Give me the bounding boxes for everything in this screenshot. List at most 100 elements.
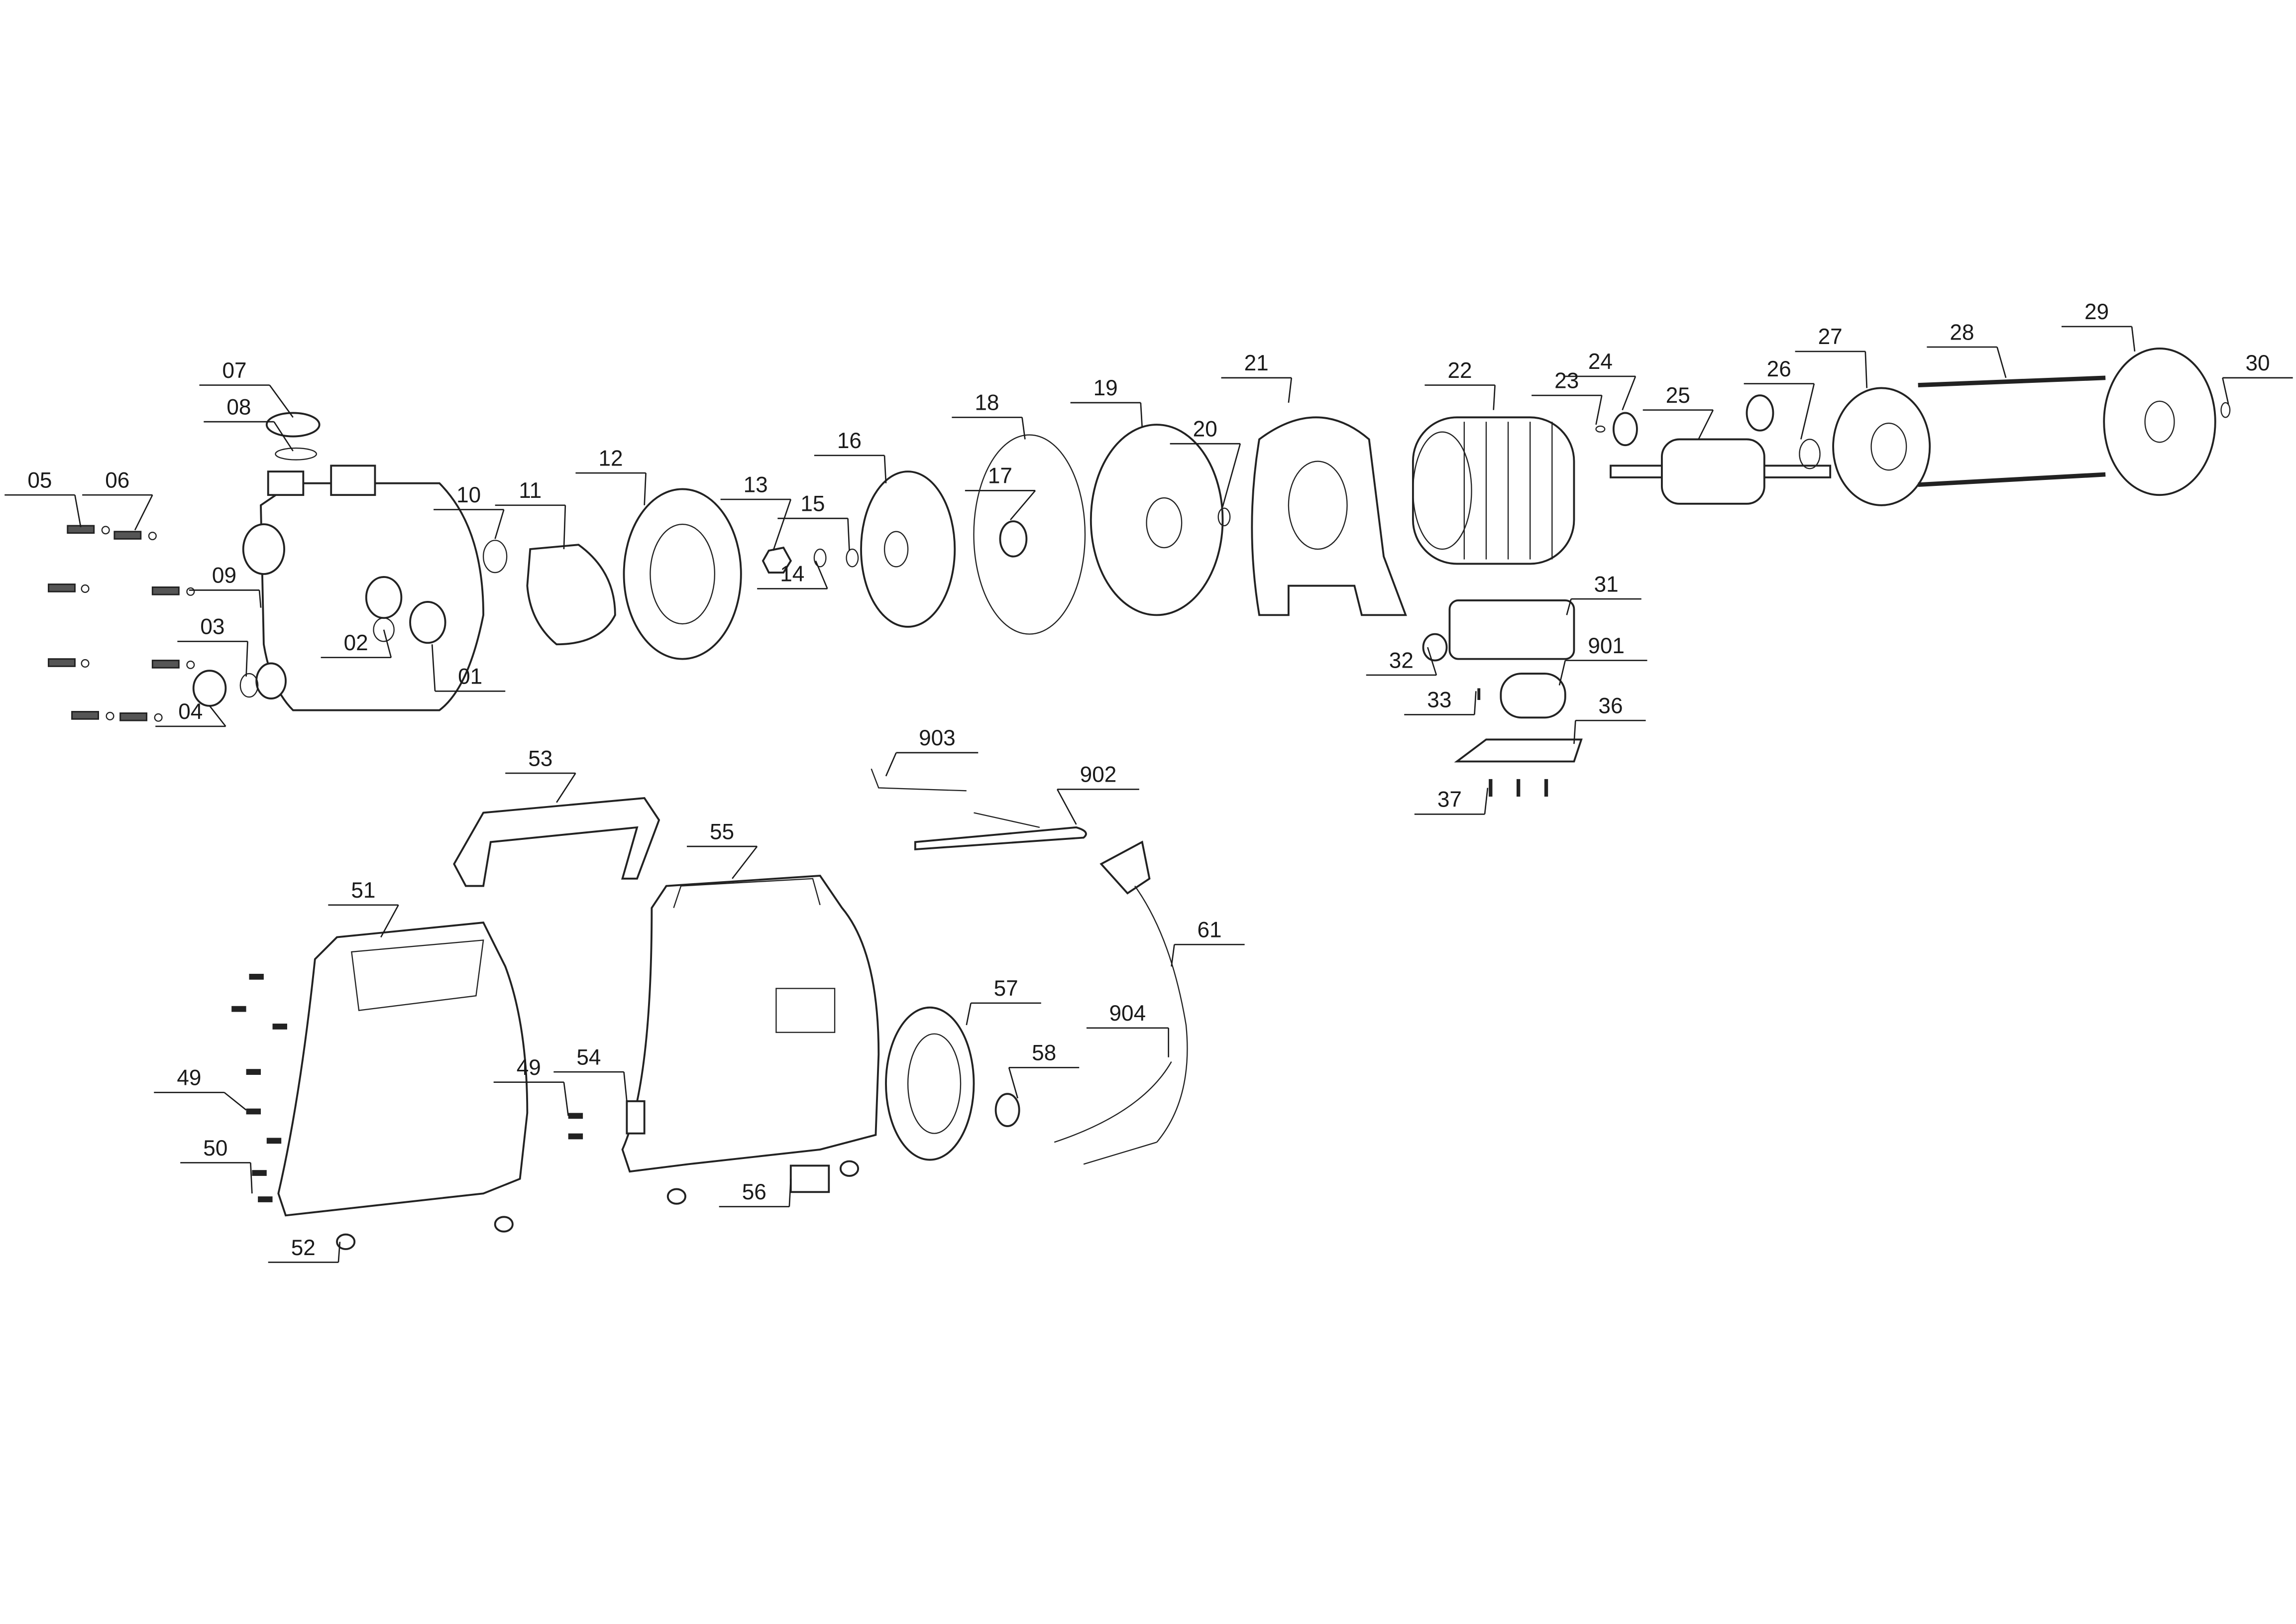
o-ring-03 <box>239 673 259 698</box>
part-number: 09 <box>212 564 236 588</box>
mechanical-seal <box>999 520 1028 558</box>
part-number: 20 <box>1193 417 1217 442</box>
seal-ring-18 <box>973 434 1086 635</box>
tie-rod <box>1918 375 2106 387</box>
part-label-16: 16 <box>814 429 887 483</box>
screws-49 <box>231 974 583 1202</box>
part-number: 11 <box>519 478 542 503</box>
part-number: 04 <box>178 699 203 724</box>
leader-line <box>1140 402 1143 428</box>
diffuser <box>623 488 742 660</box>
part-label-51: 51 <box>328 878 399 938</box>
ring-26 <box>1799 439 1821 469</box>
part-label-06: 06 <box>82 468 153 531</box>
part-number: 02 <box>344 631 368 655</box>
feet-52 <box>336 1160 860 1250</box>
part-label-904: 904 <box>1086 1001 1170 1057</box>
part-label-13: 13 <box>720 472 792 551</box>
leader-line <box>223 1092 247 1111</box>
part-number: 22 <box>1447 358 1472 383</box>
part-label-24: 24 <box>1565 349 1637 411</box>
washer-14 <box>813 548 827 568</box>
leader-line <box>623 1071 628 1102</box>
part-label-17: 17 <box>965 464 1036 521</box>
switch-56 <box>789 1164 830 1193</box>
inlet-port <box>267 470 305 496</box>
part-label-20: 20 <box>1170 417 1241 507</box>
part-label-53: 53 <box>505 746 576 803</box>
part-number: 24 <box>1588 349 1613 374</box>
part-number: 31 <box>1594 572 1619 596</box>
leader-line <box>209 705 226 727</box>
part-label-50: 50 <box>180 1136 253 1194</box>
cooling-fan <box>2103 348 2216 496</box>
leader-line <box>431 644 436 692</box>
leader-line <box>885 752 897 777</box>
capacitor <box>1500 673 1566 719</box>
clip-54 <box>626 1100 646 1135</box>
leader-line <box>2222 377 2229 405</box>
part-number: 904 <box>1109 1001 1146 1026</box>
part-number: 25 <box>1666 383 1690 408</box>
leader-line <box>966 1003 972 1026</box>
housing-cap <box>409 600 446 644</box>
part-number: 07 <box>222 358 247 383</box>
part-number: 13 <box>744 472 768 497</box>
leader-line <box>883 455 887 483</box>
part-label-12: 12 <box>575 446 647 505</box>
part-label-25: 25 <box>1642 383 1714 440</box>
cable-902 <box>914 826 1087 851</box>
part-number: 52 <box>291 1236 316 1260</box>
part-label-61: 61 <box>1171 918 1245 967</box>
side-port <box>242 523 285 575</box>
part-label-02: 02 <box>321 629 392 659</box>
part-label-58: 58 <box>1008 1041 1080 1099</box>
o-ring-08 <box>275 447 317 461</box>
part-number: 21 <box>1244 351 1269 375</box>
cable-904 <box>1054 1061 1172 1165</box>
outlet-port <box>330 464 376 496</box>
part-label-22: 22 <box>1424 358 1496 410</box>
drain-plug <box>192 670 227 707</box>
leader-line <box>1800 383 1815 440</box>
leader-line <box>273 421 294 452</box>
cable-gland-32 <box>1422 633 1448 662</box>
part-number: 05 <box>27 468 52 492</box>
part-number: 18 <box>975 391 999 415</box>
part-number: 902 <box>1080 763 1117 787</box>
part-label-26: 26 <box>1744 357 1815 440</box>
part-number: 56 <box>742 1180 766 1204</box>
terminal-box <box>1448 599 1575 660</box>
leader-line <box>1222 443 1241 507</box>
leader-line <box>847 518 850 551</box>
leader-line <box>1698 409 1714 440</box>
leader-line <box>1171 944 1175 967</box>
part-number: 26 <box>1767 357 1791 381</box>
part-label-55: 55 <box>686 819 758 879</box>
leader-line <box>250 1162 253 1194</box>
part-number: 58 <box>1032 1041 1056 1065</box>
part-label-18: 18 <box>952 391 1026 440</box>
leader-line <box>269 384 294 418</box>
leader-line <box>556 773 576 803</box>
leader-line <box>563 1082 569 1116</box>
ejector <box>526 544 616 646</box>
part-number: 33 <box>1427 688 1451 712</box>
part-label-27: 27 <box>1795 325 1868 388</box>
leader-line <box>1558 660 1566 686</box>
part-number: 29 <box>2084 300 2109 324</box>
leader-line <box>74 494 82 528</box>
leader-line <box>815 561 828 589</box>
part-number: 15 <box>800 492 825 516</box>
leader-line <box>258 590 262 608</box>
part-number: 30 <box>2246 351 2270 375</box>
part-number: 10 <box>456 483 481 507</box>
part-label-23: 23 <box>1531 368 1603 425</box>
part-number: 36 <box>1598 694 1623 718</box>
leader-line <box>1427 647 1437 676</box>
leader-line <box>1008 1067 1018 1099</box>
part-number: 16 <box>837 429 862 453</box>
leader-line <box>1595 395 1603 425</box>
